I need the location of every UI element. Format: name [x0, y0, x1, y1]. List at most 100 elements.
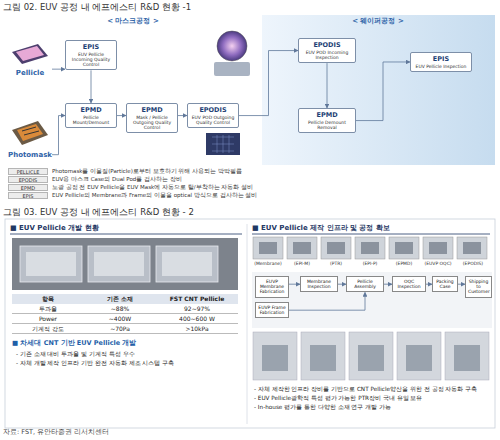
process-box: Membrane Inspection: [300, 276, 338, 292]
equipment-photo: [287, 237, 317, 259]
pellicle-frame: [156, 246, 218, 282]
node-description: EUV Pellicle Incoming Quality Control: [68, 52, 114, 68]
figure-title: 그림 02. EUV 공정 내 에프에스티 R&D 현황 -1: [3, 2, 483, 12]
definition-text: Photomask를 이물질(Particle)로부터 보호하기 위해 사용되는…: [52, 168, 492, 175]
node-title: Pellicle Assembly: [349, 279, 381, 289]
photomask-pattern: [17, 124, 43, 141]
photo-caption: (EPI-P): [354, 261, 386, 266]
equipment-box: EPMDMask / Pellicle Outgoing Quality Con…: [126, 103, 178, 133]
process-box: Pellicle Assembly: [346, 276, 384, 292]
wafer-process-ground: [262, 15, 495, 165]
table-cell: ~400W: [84, 314, 156, 324]
node-title: EPODIS: [301, 42, 353, 50]
table-cell: 400~600 W: [156, 314, 238, 324]
icon-label: Photomask: [8, 150, 52, 159]
flow-arrow: [289, 284, 300, 285]
flow-arrow: [458, 284, 465, 285]
node-title: EPMD: [68, 107, 114, 115]
section-heading: ■ EUV Pellicle 개발 현황: [10, 224, 240, 232]
process-box: OQC Inspection: [392, 276, 426, 292]
photo-caption: (EPMD): [388, 261, 420, 266]
definition-text: EUV Pellicle의 Membrane과 Frame의 이물을 optic…: [52, 192, 492, 199]
node-description: EUV POD Outgoing Quality Control: [190, 115, 236, 125]
table-header: 기존 소재: [84, 294, 156, 304]
term-cell: EPMD: [8, 184, 48, 191]
process-region: < 마스크공정 >PelliclePhotomaskEPISEUV Pellic…: [6, 15, 260, 165]
node-title: Packing Case: [435, 279, 455, 289]
pellicle-film: [26, 252, 76, 276]
definition-text: EUV용 마스크 Case의 Dual Pod를 검사하는 장비: [52, 176, 492, 183]
bullet-text: - EUV Pellicle광학적 특성 평가 가능한 PTR장비 국내 유일 …: [254, 395, 492, 402]
wafer-image: [217, 31, 247, 61]
table-cell: Power: [12, 314, 84, 324]
table-header: 항목: [12, 294, 84, 304]
bullet-text: - In-house 평가를 통한 다양한 소재 연구 개발 가능: [254, 404, 492, 411]
flow-arrow: [289, 292, 365, 310]
figure-title: 그림 03. EUV 공정 내 에프에스티 R&D 현황 - 2: [3, 207, 483, 217]
pellicle-icon: [12, 44, 48, 64]
photo-caption: (Membrane): [252, 261, 284, 266]
process-box: Shipping to Customer: [465, 276, 492, 298]
chip-grid: [212, 135, 234, 153]
photomask-icon: [12, 121, 48, 145]
node-description: Pellicle Demount Removal: [301, 120, 353, 130]
process-photo: [397, 332, 441, 380]
process-region: < 웨이퍼공정 >EPODISEUV POD Incoming Inspecti…: [262, 15, 494, 165]
term-cell: EPODIS: [8, 176, 48, 183]
equipment-body: [429, 242, 447, 254]
bullet-text: - 자체 제작한 인프라 장비를 기반으로 CNT Pellicle양산을 위한…: [254, 386, 492, 393]
icon-label: Pellicle: [8, 68, 52, 77]
equipment-box: EPODISEUV POD Outgoing Quality Control: [187, 103, 239, 128]
panel-divider: [247, 224, 248, 424]
heading-rule: [252, 234, 490, 235]
table-cell: 92~97%: [156, 304, 238, 314]
flow-arrow: [356, 62, 410, 121]
table-header: FST CNT Pellicle: [156, 294, 238, 304]
heading-rule: [10, 234, 242, 235]
equipment-body: [395, 242, 413, 254]
equipment-box: EPODISEUV POD Incoming Inspection: [298, 38, 356, 63]
machine-figure: [310, 345, 336, 371]
process-box: EUVP Frame Fabrication: [255, 302, 289, 318]
node-description: EUV Pellicle Inspection: [413, 64, 469, 69]
equipment-body: [463, 242, 481, 254]
photo-caption: (PTR): [320, 261, 352, 266]
equipment-photo: [389, 237, 419, 259]
panel-frame: [5, 219, 495, 428]
flow-arrow: [338, 284, 346, 285]
flow-arrow: [52, 116, 65, 155]
flow-arrow: [91, 70, 92, 103]
node-title: OQC Inspection: [395, 279, 423, 289]
node-title: < 마스크공정 >: [6, 16, 260, 26]
term-cell: PELLICLE: [8, 168, 48, 175]
sub-heading: ■ 차세대 CNT 기반 EUV Pellicle 개발: [12, 340, 242, 348]
table-cell: 투과율: [12, 304, 84, 314]
equipment-box: EPISEUV Pellicle Inspection: [410, 52, 472, 72]
equipment-box: EPMDPellicle Demount Removal: [298, 108, 356, 133]
equipment-box: EPMDPellicle Mount/Demount: [65, 103, 117, 128]
flow-ground: [252, 272, 492, 328]
node-title: EUVP Membrane Fabrication: [258, 279, 286, 295]
pellicle-film: [94, 252, 144, 276]
node-title: EPMD: [301, 112, 353, 120]
table-cell: >10kPa: [156, 324, 238, 334]
photo-caption: (EPODIS): [456, 261, 490, 266]
photo-caption: (EUVP OQC): [422, 261, 454, 266]
definition-text: 노광 공정 전 EUV Pellicle을 EUV Mask에 자동으로 탈/부…: [52, 184, 492, 191]
flow-arrow: [117, 115, 126, 116]
equipment-photo: [423, 237, 453, 259]
machine-figure: [406, 345, 432, 371]
table-cell: ~88%: [84, 304, 156, 314]
node-title: EPODIS: [190, 107, 236, 115]
section-heading: ■ EUV Pellicle 제작 인프라 및 공정 확보: [252, 224, 492, 232]
node-description: EUV POD Incoming Inspection: [301, 50, 353, 60]
node-title: EUVP Frame Fabrication: [258, 305, 286, 315]
node-title: Shipping to Customer: [468, 279, 489, 295]
pellicle-photo: [12, 238, 238, 290]
equipment-body: [361, 242, 379, 254]
chip-image: [206, 133, 240, 155]
machine-figure: [358, 345, 384, 371]
machine-figure: [454, 345, 480, 371]
process-photo: [301, 332, 345, 380]
